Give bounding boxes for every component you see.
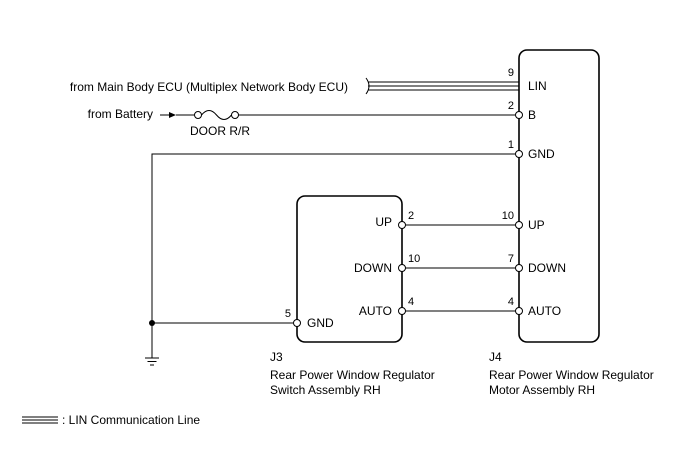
terminal-j3-up	[398, 221, 406, 229]
fuse-icon	[201, 110, 232, 120]
j4-pin-label: LIN	[528, 79, 547, 93]
ground-wire	[145, 153, 515, 366]
j4-pin-label: UP	[528, 218, 545, 232]
motor-name-line1: Rear Power Window Regulator	[489, 368, 654, 382]
j3-pin-label: AUTO	[359, 304, 392, 318]
j4-pin-label: DOWN	[528, 261, 566, 275]
j4-pin-number: 10	[502, 210, 514, 222]
motor-assembly-box	[518, 49, 600, 343]
j3-pin-label: DOWN	[354, 261, 392, 275]
switch-name-line1: Rear Power Window Regulator	[270, 368, 435, 382]
lin-communication-line	[365, 77, 519, 95]
fuse-label: DOOR R/R	[190, 124, 250, 138]
switch-code: J3	[270, 350, 283, 364]
j4-pin-number: 9	[508, 67, 514, 79]
terminal-j3-down	[398, 264, 406, 272]
junction-dot	[149, 320, 155, 326]
j3-pin-number: 10	[408, 253, 420, 265]
j3-pin-number: 2	[408, 210, 414, 222]
j4-pin-label: B	[528, 108, 536, 122]
j4-pin-label: AUTO	[528, 304, 561, 318]
j3-pin-number: 4	[408, 296, 414, 308]
j3-pin-label: UP	[375, 215, 392, 229]
battery-wire	[160, 110, 515, 120]
ground-icon	[145, 357, 159, 366]
switch-name-line2: Switch Assembly RH	[270, 383, 381, 397]
terminal-j4-up	[515, 221, 523, 229]
j4-pin-number: 7	[508, 253, 514, 265]
j3-pin-number: 5	[285, 308, 291, 320]
legend: : LIN Communication Line	[22, 413, 200, 427]
lin-line-legend-icon	[22, 416, 58, 424]
terminal-j3-auto	[398, 307, 406, 315]
j4-pin-number: 1	[508, 139, 514, 151]
j4-pin-label: GND	[528, 147, 555, 161]
terminal-j4-down	[515, 264, 523, 272]
legend-label: : LIN Communication Line	[62, 413, 200, 427]
battery-label: from Battery	[88, 107, 153, 121]
j4-pin-number: 4	[508, 296, 514, 308]
j4-pin-number: 2	[508, 100, 514, 112]
terminal-j4-auto	[515, 307, 523, 315]
terminal-j4-b	[515, 111, 523, 119]
terminal-j4-gnd	[515, 150, 523, 158]
motor-name-line2: Motor Assembly RH	[489, 383, 595, 397]
j3-pin-label: GND	[307, 316, 334, 330]
terminal-j3-gnd	[293, 319, 301, 327]
motor-code: J4	[489, 350, 502, 364]
arrow-icon	[169, 112, 176, 118]
main-body-ecu-label: from Main Body ECU (Multiplex Network Bo…	[70, 80, 348, 94]
